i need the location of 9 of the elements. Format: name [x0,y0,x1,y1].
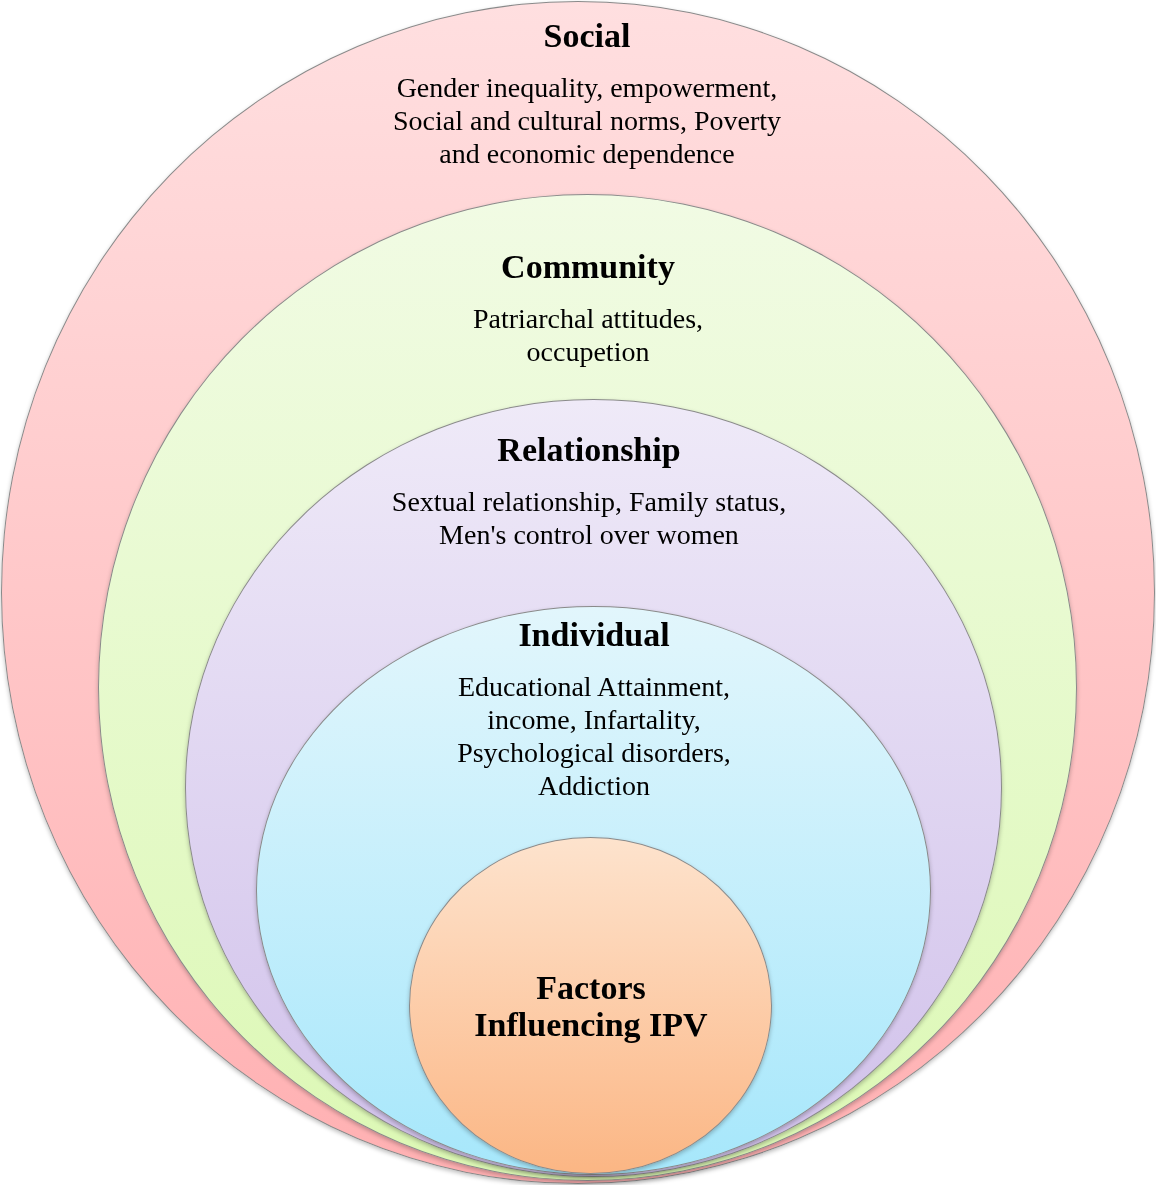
layer-description: Gender inequality, empowerment, Social and cultural norms, Poverty and economic dependence [392,71,782,170]
layer-title: Community [501,248,675,285]
layer-description: Sextual relationship, Family status, Men's control over women [390,485,788,551]
layer-title: Factors Influencing IPV [473,968,709,1043]
layer-title: Social [543,17,631,54]
layer-description: Educational Attainment, income, Infartality, Psychological disorders, Addiction [456,670,732,802]
layer-title: Relationship [497,431,681,468]
layer-description: Patriarchal attitudes, occupetion [471,302,705,368]
layer-title: Individual [518,616,670,653]
